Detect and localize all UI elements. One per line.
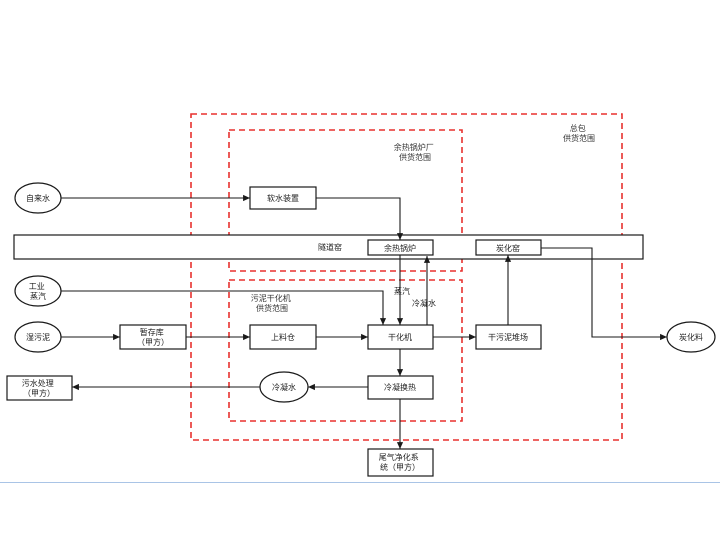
condensate-flow-label: 冷凝水 [412,298,436,308]
industrial-steam-to-dryer [61,290,387,325]
svg-text:余热锅炉: 余热锅炉 [384,243,416,253]
svg-text:湿污泥: 湿污泥 [26,332,50,342]
softener-to-boiler [316,197,404,240]
boiler-supplier-scope-boundary [228,129,463,272]
svg-text:干污泥堆场: 干污泥堆场 [488,332,528,342]
boiler-scope-label: 余热锅炉厂 供货范围 [394,142,437,162]
steam-flow-label: 蒸汽 [394,286,410,296]
svg-text:上料仓: 上料仓 [271,332,295,342]
node-condensate: 冷凝水 [259,371,309,403]
bottom-divider-line [0,482,720,483]
dryer-scope-label: 污泥干化机 供货范围 [251,293,294,313]
svg-text:干化机: 干化机 [388,332,412,342]
node-dryer: 干化机 [367,324,434,350]
node-industrial-steam: 工业 蒸汽 [14,275,62,307]
node-condense-exchange: 冷凝换热 [367,375,434,400]
node-feed-bin: 上料仓 [249,324,317,350]
node-waste-heat-boiler: 余热锅炉 [367,239,434,256]
tunnel-kiln-label: 隧道窑 [318,242,342,252]
node-char: 炭化料 [666,321,716,353]
svg-text:冷凝换热: 冷凝换热 [384,382,416,392]
svg-text:尾气净化系 统（甲方）: 尾气净化系 统（甲方） [379,452,422,472]
flow-connectors [61,194,667,449]
node-wet-sludge: 湿污泥 [14,321,62,353]
svg-text:软水装置: 软水装置 [267,193,299,203]
node-exhaust-purify: 尾气净化系 统（甲方） [367,448,434,477]
svg-text:暂存库 （甲方）: 暂存库 （甲方） [137,327,169,347]
node-tap-water: 自来水 [14,182,62,214]
svg-text:工业 蒸汽: 工业 蒸汽 [29,281,48,301]
dryer-supplier-scope-boundary [228,279,463,422]
svg-text:冷凝水: 冷凝水 [272,382,296,392]
general-scope-label: 总包 供货范围 [563,123,595,143]
svg-text:炭化窑: 炭化窑 [496,243,520,253]
node-temp-storage: 暂存库 （甲方） [119,324,187,350]
svg-text:炭化料: 炭化料 [679,332,703,342]
node-sewage-treatment: 污水处理 （甲方） [6,375,73,401]
node-carbonization-kiln: 炭化窑 [475,239,542,256]
svg-text:自来水: 自来水 [26,193,50,203]
node-dry-sludge-yard: 干污泥堆场 [475,324,542,350]
carbonization-kiln-to-char [541,247,667,341]
svg-text:污水处理 （甲方）: 污水处理 （甲方） [22,378,57,398]
general-contract-scope-boundary [190,113,623,441]
node-water-softener: 软水装置 [249,186,317,210]
